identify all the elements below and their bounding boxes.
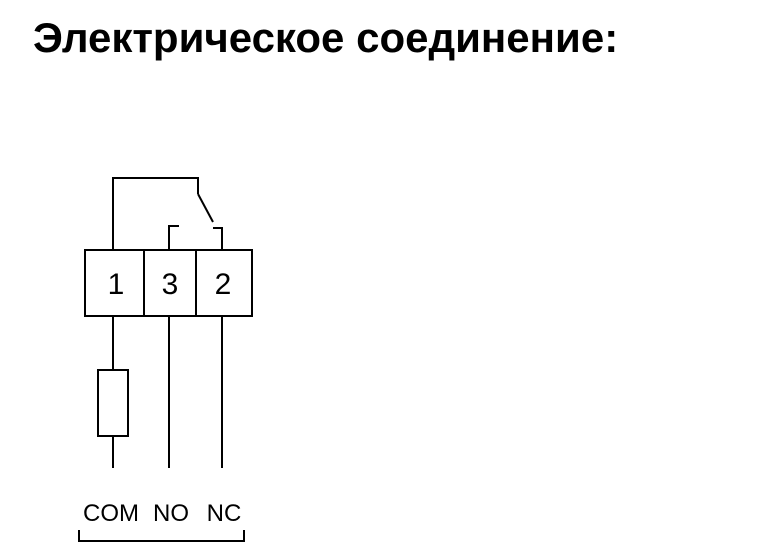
relay-no-contact	[168, 225, 179, 250]
relay-switch-lever	[197, 193, 214, 223]
terminal-label-3: 3	[162, 268, 179, 301]
fuse-symbol	[97, 369, 129, 437]
terminal-label-2: 2	[215, 268, 232, 301]
relay-common-wire	[112, 177, 199, 250]
terminal-label-1: 1	[108, 268, 125, 301]
relay-nc-contact	[213, 227, 223, 250]
wire-label-no: NO	[153, 500, 189, 527]
wire-label-com: COM	[83, 500, 139, 527]
page-title: Электрическое соединение:	[33, 14, 619, 61]
wire-label-nc: NC	[207, 500, 242, 527]
label-bracket	[78, 530, 245, 542]
